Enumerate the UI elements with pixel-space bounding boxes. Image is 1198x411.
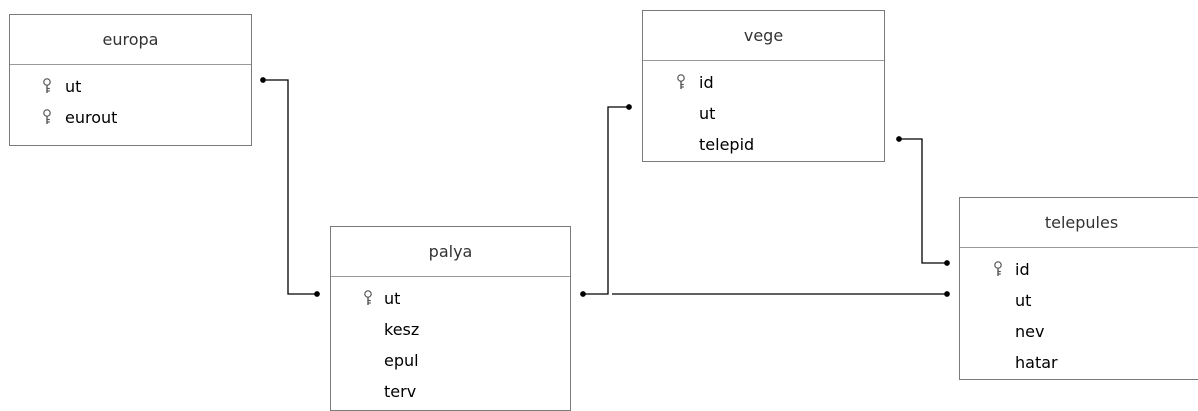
- table-title: palya: [331, 227, 570, 277]
- table-title: telepules: [960, 198, 1198, 248]
- column-row[interactable]: telepid: [643, 129, 884, 160]
- table-title: vege: [643, 11, 884, 61]
- column-row[interactable]: kesz: [331, 314, 570, 345]
- column-name: ut: [699, 104, 716, 123]
- table-palya[interactable]: palya ut kesz epul terv: [330, 226, 571, 411]
- column-name: terv: [384, 382, 417, 401]
- column-row[interactable]: id: [960, 254, 1198, 285]
- column-row[interactable]: ut: [10, 71, 251, 102]
- connector-end-dot: [260, 77, 266, 83]
- column-name: ut: [65, 77, 82, 96]
- column-row[interactable]: nev: [960, 316, 1198, 347]
- column-name: id: [699, 73, 714, 92]
- column-row[interactable]: ut: [643, 98, 884, 129]
- column-name: ut: [1015, 291, 1032, 310]
- column-row[interactable]: hatar: [960, 347, 1198, 378]
- column-name: ut: [384, 289, 401, 308]
- column-list: ut eurout: [10, 65, 251, 133]
- table-europa[interactable]: europa ut eurout: [9, 14, 252, 146]
- relationship-palya-telepules[interactable]: [612, 291, 950, 297]
- column-row[interactable]: epul: [331, 345, 570, 376]
- relationship-vege-telepules[interactable]: [896, 136, 950, 266]
- connector-end-dot: [314, 291, 320, 297]
- column-row[interactable]: ut: [960, 285, 1198, 316]
- relationship-europa-palya[interactable]: [260, 77, 320, 297]
- column-row[interactable]: terv: [331, 376, 570, 407]
- connector-end-dot: [580, 291, 586, 297]
- column-name: kesz: [384, 320, 420, 339]
- table-vege[interactable]: vege id ut telepid: [642, 10, 885, 162]
- key-icon: [364, 290, 372, 305]
- column-list: ut kesz epul terv: [331, 277, 570, 407]
- column-name: hatar: [1015, 353, 1058, 372]
- column-list: id ut telepid: [643, 61, 884, 160]
- column-list: id ut nev hatar: [960, 248, 1198, 378]
- column-row[interactable]: eurout: [10, 102, 251, 133]
- connector-end-dot: [944, 291, 950, 297]
- key-icon: [43, 78, 51, 93]
- column-row[interactable]: id: [643, 67, 884, 98]
- connector-end-dot: [626, 104, 632, 110]
- column-name: nev: [1015, 322, 1045, 341]
- table-title: europa: [10, 15, 251, 65]
- table-telepules[interactable]: telepules id ut nev hatar: [959, 197, 1198, 380]
- key-icon: [677, 74, 685, 89]
- key-icon: [43, 109, 51, 124]
- connector-end-dot: [944, 260, 950, 266]
- column-name: telepid: [699, 135, 755, 154]
- key-icon: [994, 261, 1002, 276]
- column-row[interactable]: ut: [331, 283, 570, 314]
- column-name: eurout: [65, 108, 118, 127]
- relationship-palya-vege[interactable]: [580, 104, 632, 297]
- column-name: id: [1015, 260, 1030, 279]
- column-name: epul: [384, 351, 419, 370]
- connector-end-dot: [896, 136, 902, 142]
